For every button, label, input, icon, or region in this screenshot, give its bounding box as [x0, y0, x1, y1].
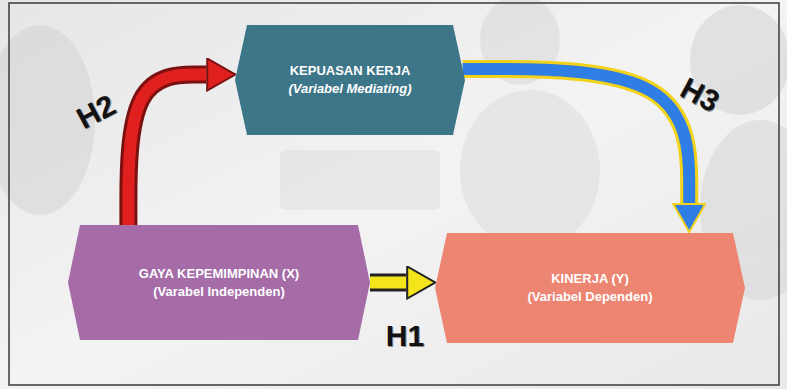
hypothesis-label: H1	[386, 321, 424, 351]
hypothesis-label: H2	[72, 90, 120, 134]
hexagon-outline	[68, 225, 370, 340]
hypothesis-arrow	[370, 277, 406, 289]
box-subtitle: (Variabel Mediating)	[288, 80, 411, 98]
hexagon-shape	[435, 233, 745, 343]
box-subtitle: (Varabel Independen)	[153, 283, 284, 301]
hexagon-shape	[235, 25, 465, 135]
box-subtitle: (Variabel Dependen)	[528, 288, 653, 306]
process-box: KEPUASAN KERJA(Variabel Mediating)	[235, 25, 465, 135]
hypothesis-label: H3	[676, 73, 724, 117]
hypothesis-arrow	[463, 69, 690, 203]
box-heading: KINERJA (Y)	[551, 270, 629, 288]
hexagon-outline	[235, 25, 465, 135]
arrow-group	[370, 282, 406, 283]
box-heading: GAYA KEPEMIMPINAN (X)	[139, 265, 299, 283]
arrow-group	[128, 75, 206, 226]
arrow-outline	[128, 75, 206, 226]
process-box: GAYA KEPEMIMPINAN (X)(Varabel Independen…	[68, 225, 370, 340]
process-box: KINERJA (Y)(Variabel Dependen)	[435, 233, 745, 343]
arrow-outline	[370, 274, 406, 292]
hexagon-shape	[68, 225, 370, 340]
hexagon-outline	[435, 233, 745, 343]
box-heading: KEPUASAN KERJA	[290, 62, 411, 80]
arrow-group	[463, 69, 690, 203]
hypothesis-arrow	[128, 75, 206, 226]
image-frame	[9, 3, 779, 385]
arrow-outline	[463, 69, 690, 203]
